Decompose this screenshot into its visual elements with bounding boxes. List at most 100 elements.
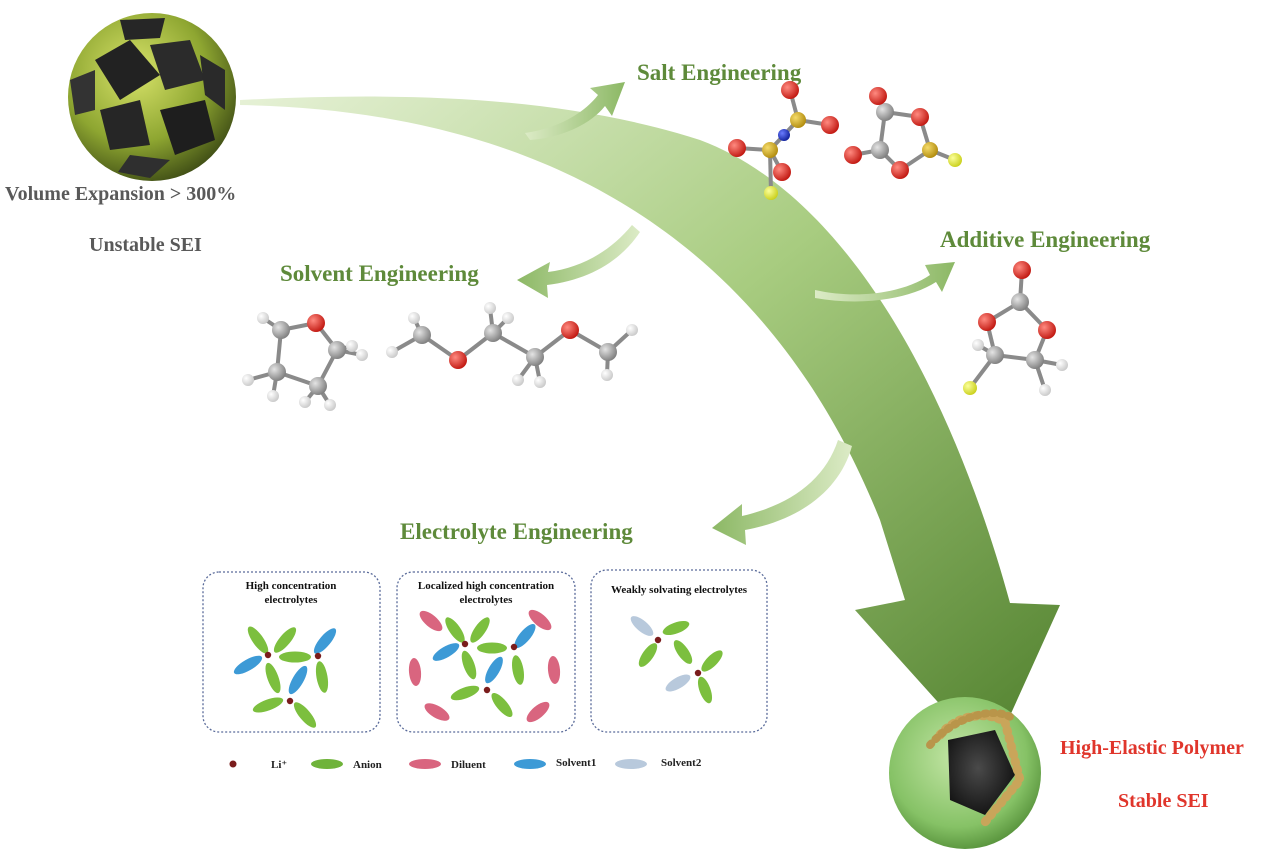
lhce-box	[396, 571, 576, 733]
diluent	[419, 610, 443, 632]
li-ion	[654, 636, 662, 644]
solvent-branch-arrow	[517, 225, 640, 298]
legend-anion-label: Anion	[353, 759, 382, 771]
carbon-atom	[1011, 293, 1029, 311]
anion	[315, 661, 329, 693]
oxygen-atom	[728, 139, 746, 157]
oxygen-atom	[781, 81, 799, 99]
carbon-atom	[526, 348, 544, 366]
carbon-atom	[309, 377, 327, 395]
hydrogen-atom	[356, 349, 368, 361]
stable-particle	[889, 697, 1041, 849]
legend-diluent-marker	[409, 759, 441, 769]
carbon-atom	[871, 141, 889, 159]
oxygen-atom	[978, 313, 996, 331]
anion	[450, 685, 480, 701]
oxygen-atom	[449, 351, 467, 369]
solvent-molecule-dme	[386, 302, 638, 388]
legend-li-label: Li⁺	[271, 759, 287, 771]
solvent-molecule-thf	[242, 312, 368, 411]
carbon-atom	[272, 321, 290, 339]
hydrogen-atom	[257, 312, 269, 324]
carbon-atom	[268, 363, 286, 381]
additive-molecule-fec	[963, 261, 1068, 396]
oxygen-atom	[773, 163, 791, 181]
legend-solvent2-label: Solvent2	[661, 757, 702, 769]
hydrogen-atom	[626, 324, 638, 336]
oxygen-atom	[1038, 321, 1056, 339]
solvent1	[233, 655, 263, 675]
li-ion	[483, 686, 491, 694]
anion	[273, 627, 297, 653]
oxygen-atom	[891, 161, 909, 179]
anion	[701, 650, 723, 672]
fluorine-atom	[948, 153, 962, 167]
diluent	[424, 703, 450, 721]
anion	[470, 617, 490, 643]
carbon-atom	[328, 341, 346, 359]
oxygen-atom	[844, 146, 862, 164]
legend-diluent-label: Diluent	[451, 759, 486, 771]
salt-engineering-label: Salt Engineering	[637, 60, 802, 85]
fluorine-atom	[963, 381, 977, 395]
anion	[638, 643, 658, 667]
anion	[445, 617, 465, 643]
volume-expansion-label: Volume Expansion > 300%	[5, 183, 236, 205]
anion	[247, 626, 269, 654]
oxygen-atom	[307, 314, 325, 332]
solvent-engineering-label: Solvent Engineering	[280, 261, 479, 286]
li-ion	[461, 640, 469, 648]
unstable-sei-label: Unstable SEI	[89, 234, 202, 256]
solvent1	[313, 628, 337, 654]
hydrogen-atom	[242, 374, 254, 386]
diluent	[528, 609, 552, 631]
hydrogen-atom	[972, 339, 984, 351]
oxygen-atom	[869, 87, 887, 105]
li-ion	[694, 669, 702, 677]
nitrogen-atom	[778, 129, 790, 141]
hce-box	[202, 571, 381, 733]
carbon-atom	[484, 324, 502, 342]
hydrogen-atom	[267, 390, 279, 402]
carbon-atom	[413, 326, 431, 344]
wse-title: Weakly solvating electrolytes	[611, 584, 748, 596]
legend-solvent1-marker	[514, 759, 546, 769]
anion	[461, 650, 477, 680]
hydrogen-atom	[346, 340, 358, 352]
hydrogen-atom	[502, 312, 514, 324]
solvent1	[514, 623, 536, 649]
diluent	[526, 701, 550, 723]
wse-box	[590, 569, 768, 733]
sulfur-atom	[762, 142, 778, 158]
carbon-atom	[599, 343, 617, 361]
anion	[279, 651, 311, 663]
legend-li-marker	[229, 760, 237, 768]
additive-engineering-label: Additive Engineering	[940, 227, 1151, 252]
electrolyte-engineering-label: Electrolyte Engineering	[400, 519, 633, 544]
main-arrow	[240, 96, 1060, 761]
carbon-atom	[986, 346, 1004, 364]
anion	[662, 620, 690, 636]
legend: Li⁺ Anion Diluent Solvent1 Solvent2	[229, 757, 702, 771]
li-ion	[510, 643, 518, 651]
solvent1	[432, 643, 460, 661]
carbon-atom	[876, 103, 894, 121]
legend-solvent2-marker	[615, 759, 647, 769]
anion	[293, 702, 317, 728]
unstable-particle	[68, 13, 236, 181]
solvent2	[665, 674, 691, 692]
stable-sei-label: Stable SEI	[1118, 790, 1209, 812]
salt-molecule-fsi	[728, 81, 839, 200]
solvent1	[288, 665, 308, 695]
solvent2	[630, 616, 654, 636]
hydrogen-atom	[1056, 359, 1068, 371]
hydrogen-atom	[534, 376, 546, 388]
high-elastic-polymer-label: High-Elastic Polymer	[1060, 737, 1244, 759]
hydrogen-atom	[299, 396, 311, 408]
fluorine-atom	[764, 186, 778, 200]
anion	[673, 640, 693, 664]
lhce-particles	[408, 609, 561, 723]
hce-title-line1: High concentration	[246, 580, 337, 592]
solvent1	[485, 656, 503, 684]
